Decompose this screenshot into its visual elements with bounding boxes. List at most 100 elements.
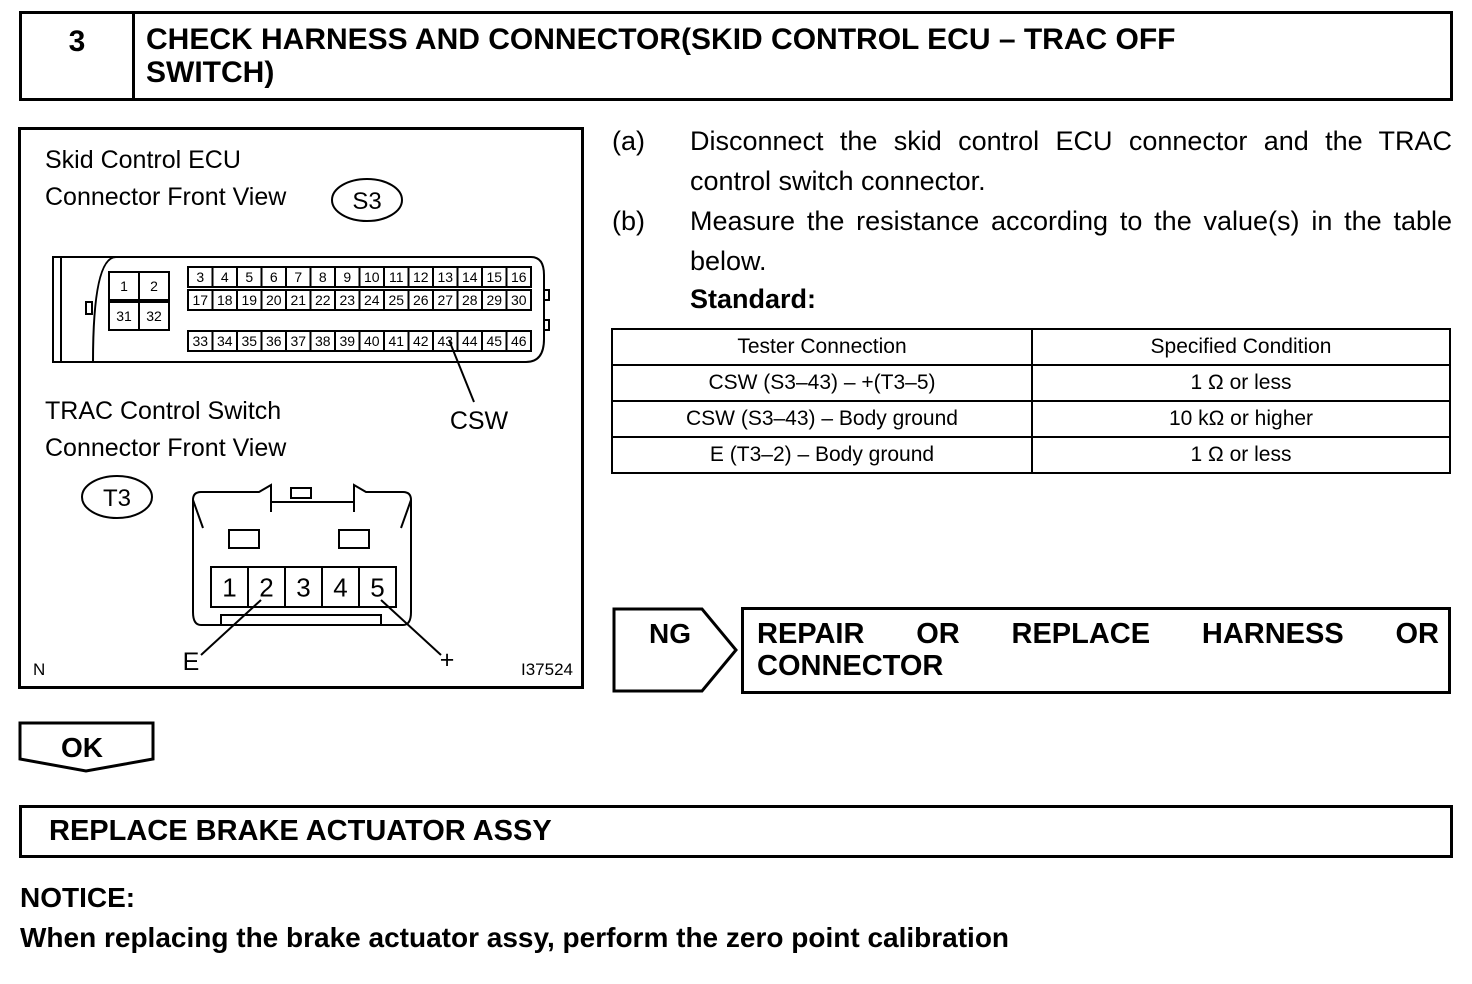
ecu-pin-label: 26 [413, 292, 429, 308]
ecu-pin-label: 29 [486, 292, 502, 308]
step-header: 3 CHECK HARNESS AND CONNECTOR(SKID CONTR… [19, 11, 1453, 101]
table-header-cell: Tester Connection [611, 328, 1033, 366]
corner-label: N [33, 660, 45, 679]
ng-arrow: NG [612, 607, 738, 693]
ecu-pin-label: 13 [437, 269, 453, 285]
table-cell: 1 Ω or less [1031, 436, 1451, 474]
table-cell: 10 kΩ or higher [1031, 400, 1451, 438]
switch-pin-label: 2 [259, 572, 273, 602]
ecu-pin-label: 8 [319, 269, 327, 285]
ecu-pin-label: 46 [511, 333, 527, 349]
ng-result-line2: CONNECTOR [757, 650, 944, 682]
step-b: (b) Measure the resistance according to … [612, 201, 1452, 281]
csw-label: CSW [450, 407, 509, 435]
ecu-pin-label: 15 [486, 269, 502, 285]
notice-text: When replacing the brake actuator assy, … [20, 922, 1010, 953]
switch-pin-cell [358, 566, 397, 608]
table-cell: E (T3–2) – Body ground [611, 436, 1033, 474]
ecu-pin-label: 14 [462, 269, 478, 285]
ng-result-box: REPAIR OR REPLACE HARNESS OR CONNECTOR [741, 607, 1451, 694]
ecu-pin-label: 21 [290, 292, 306, 308]
ecu-pin-cell [505, 266, 532, 288]
ng-label: NG [649, 618, 691, 649]
ecu-pin-label: 16 [511, 269, 527, 285]
switch-pin-label: 3 [296, 572, 310, 602]
step-a-tag: (a) [612, 126, 645, 156]
standard-label: Standard: [690, 284, 817, 314]
switch-code-text: T3 [103, 485, 131, 512]
plus-label: + [440, 646, 455, 674]
ecu-pin-label: 4 [221, 269, 229, 285]
ecu-pin-label: 17 [192, 292, 208, 308]
step-b-text: Measure the resistance according to the … [690, 206, 1452, 276]
ecu-pin-label: 45 [486, 333, 502, 349]
ecu-pin-label: 42 [413, 333, 429, 349]
ecu-pin-label: 5 [245, 269, 253, 285]
ecu-pin-label: 38 [315, 333, 331, 349]
ecu-pin-label: 44 [462, 333, 478, 349]
step-a: (a) Disconnect the skid control ECU conn… [612, 121, 1452, 201]
ecu-pin-label: 20 [266, 292, 282, 308]
ecu-pin-label: 37 [290, 333, 306, 349]
ecu-pin-label: 40 [364, 333, 380, 349]
ecu-pin-label: 33 [192, 333, 208, 349]
table-row: CSW (S3–43) – Body ground 10 kΩ or highe… [611, 400, 1451, 438]
table-cell: CSW (S3–43) – Body ground [611, 400, 1033, 438]
ecu-pin-label: 6 [270, 269, 278, 285]
ecu-pin-label: 35 [241, 333, 257, 349]
step-number: 3 [22, 14, 135, 98]
replace-text: REPLACE BRAKE ACTUATOR ASSY [49, 815, 552, 847]
ecu-pin-label: 18 [217, 292, 233, 308]
ecu-pin-label: 7 [294, 269, 302, 285]
ecu-pin-label: 1 [120, 278, 128, 294]
switch-pin-label: 1 [222, 572, 236, 602]
ecu-pin-label: 10 [364, 269, 380, 285]
ecu-pin-label: 34 [217, 333, 233, 349]
ecu-pin-label: 39 [339, 333, 355, 349]
table-header-cell: Specified Condition [1031, 328, 1451, 366]
ecu-pin-label: 22 [315, 292, 331, 308]
ecu-pin-label: 27 [437, 292, 453, 308]
step-b-tag: (b) [612, 206, 645, 236]
ecu-pin-label: 32 [146, 308, 162, 324]
ecu-pin-label: 41 [388, 333, 404, 349]
table-row: E (T3–2) – Body ground 1 Ω or less [611, 436, 1451, 474]
switch-pin-label: 4 [333, 572, 347, 602]
ecu-pin-label: 19 [241, 292, 257, 308]
ecu-pin-label: 12 [413, 269, 429, 285]
ecu-pin-label: 23 [339, 292, 355, 308]
ecu-pin-label: 24 [364, 292, 380, 308]
replace-box: REPLACE BRAKE ACTUATOR ASSY [19, 805, 1453, 858]
ecu-pin-label: 9 [343, 269, 351, 285]
table-header-row: Tester Connection Specified Condition [611, 328, 1451, 366]
ecu-pin-label: 30 [511, 292, 527, 308]
notice-title: NOTICE: [20, 882, 136, 913]
step-a-text: Disconnect the skid control ECU connecto… [690, 126, 1452, 196]
ecu-pin-label: 2 [150, 278, 158, 294]
ecu-pin-label: 43 [437, 333, 453, 349]
ecu-pin-label: 28 [462, 292, 478, 308]
ecu-pin-label: 11 [389, 269, 404, 285]
ecu-pin-cell [138, 301, 170, 331]
table-cell: 1 Ω or less [1031, 364, 1451, 402]
spec-table: Tester Connection Specified Condition CS… [611, 328, 1451, 474]
ng-result-line1: REPAIR OR REPLACE HARNESS OR [757, 618, 1439, 650]
ok-label: OK [61, 732, 103, 763]
switch-pin-label: 5 [370, 572, 384, 602]
ecu-pin-label: 3 [196, 269, 204, 285]
ecu-pin-cell [138, 271, 170, 301]
ecu-pin-label: 25 [388, 292, 404, 308]
ecu-pin-label: 31 [116, 308, 132, 324]
figure-id: I37524 [521, 660, 573, 679]
table-row: CSW (S3–43) – +(T3–5) 1 Ω or less [611, 364, 1451, 402]
connector-figure: Skid Control ECU Connector Front View S3… [18, 127, 584, 689]
ecu-label-line1: Skid Control ECU [45, 146, 241, 174]
ecu-code-text: S3 [352, 188, 381, 215]
step-title: CHECK HARNESS AND CONNECTOR(SKID CONTROL… [146, 23, 1176, 89]
table-cell: CSW (S3–43) – +(T3–5) [611, 364, 1033, 402]
ecu-pin-label: 36 [266, 333, 282, 349]
switch-label-line1: TRAC Control Switch [45, 397, 282, 425]
e-label: E [183, 648, 200, 676]
ok-arrow: OK [18, 721, 155, 773]
